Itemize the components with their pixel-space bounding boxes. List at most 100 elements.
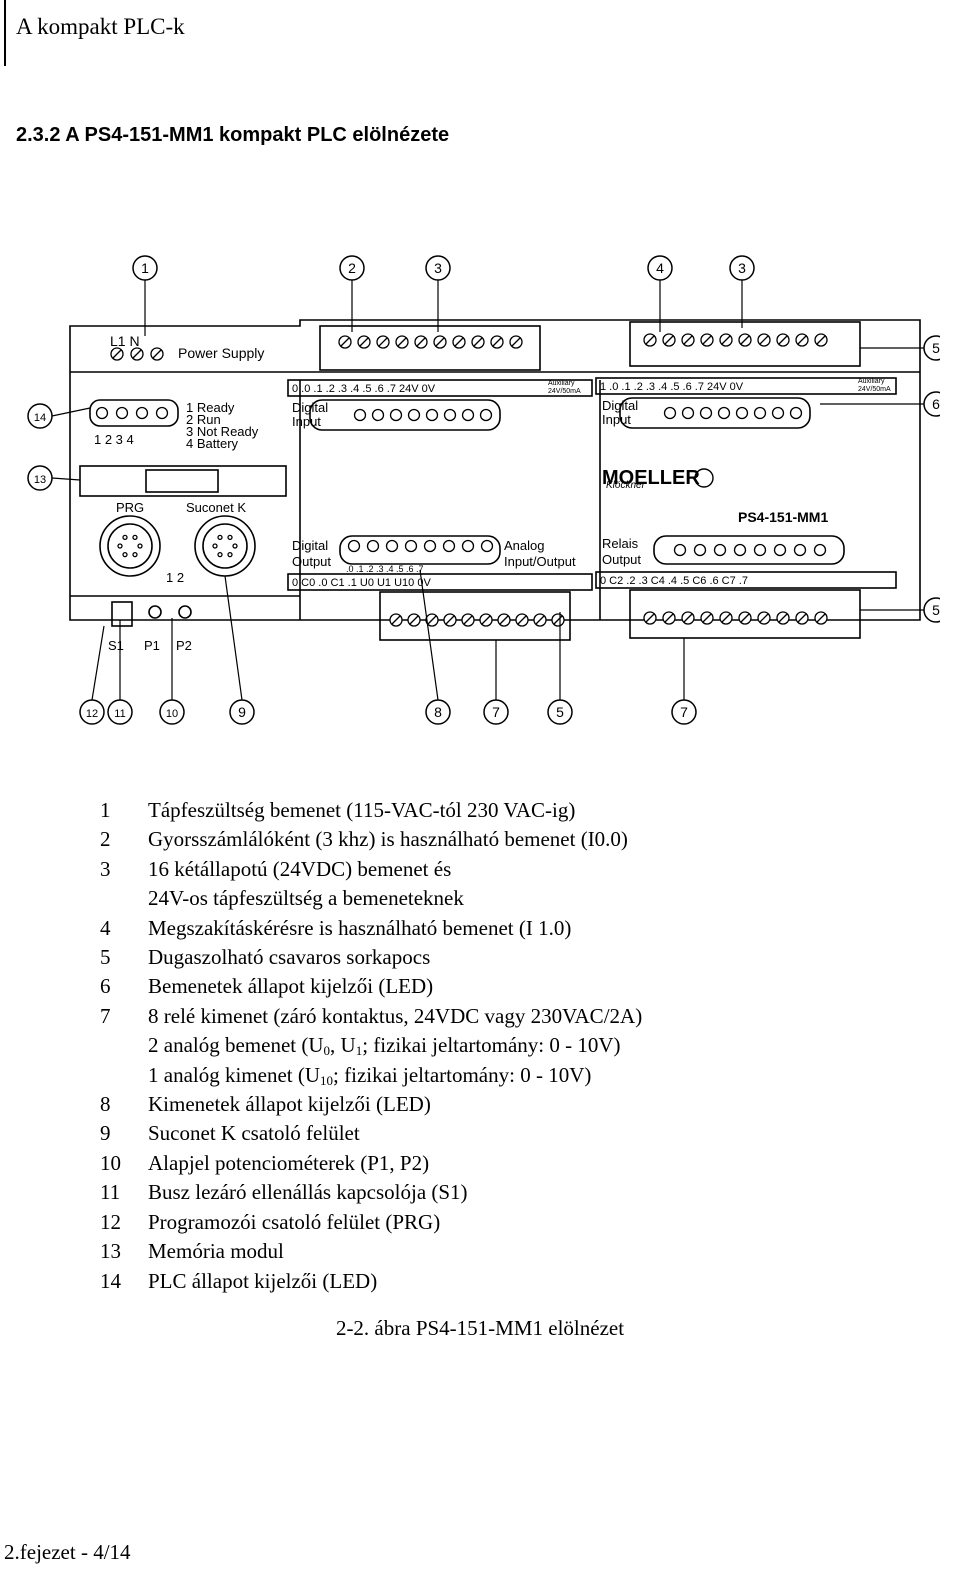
callout-circle: [483, 699, 509, 725]
switch-label-s1: S1: [108, 638, 124, 653]
led: [442, 539, 456, 553]
led: [461, 539, 475, 553]
screw-slot: [759, 335, 769, 345]
callout-number: 10: [166, 708, 178, 720]
callout-circle: [647, 255, 673, 281]
connector-pin: [217, 534, 223, 540]
terminal-labels-left-bottom: 0 C0 .0 C1 .1 U0 U1 U10 0V: [292, 577, 431, 589]
led: [793, 543, 807, 557]
connector-pin: [122, 534, 128, 540]
power-input-labels: L1 N: [110, 333, 140, 349]
led: [717, 406, 731, 420]
legend-item: 2 analóg bemenet (U0, U1; fizikai jeltar…: [100, 1031, 860, 1060]
callout-line: [51, 407, 91, 417]
screw-slot: [492, 337, 502, 347]
screw-slot: [683, 335, 693, 345]
connector-pin: [132, 534, 138, 540]
screw-slot: [721, 335, 731, 345]
callout-number: 3: [738, 260, 746, 276]
screw-slot: [721, 613, 731, 623]
callout-circle: [159, 699, 185, 725]
header-title: A kompakt PLC-k: [16, 14, 185, 39]
led: [95, 406, 109, 420]
led: [681, 406, 695, 420]
legend-text: Bemenetek állapot kijelzői (LED): [148, 974, 434, 999]
legend-text: 8 relé kimenet (záró kontaktus, 24VDC va…: [148, 1003, 643, 1028]
callout-number: 9: [238, 704, 246, 720]
screw-slot: [645, 335, 655, 345]
screw-slot: [511, 337, 521, 347]
callout-circle: [425, 699, 451, 725]
screw-slot: [535, 615, 545, 625]
callout-number: 1: [141, 260, 149, 276]
legend-item: 9 Suconet K csatoló felület: [100, 1119, 860, 1148]
led: [443, 408, 457, 422]
screw-slot: [427, 615, 437, 625]
legend-number: 14: [100, 1268, 121, 1293]
switch-label-p2: P2: [176, 638, 192, 653]
power-supply-label: Power Supply: [178, 345, 264, 361]
status-led-numbers: 1 2 3 4: [94, 432, 134, 447]
prg-label: PRG: [116, 500, 144, 515]
output-led-labels: .0 .1 .2 .3 .4 .5 .6 .7: [346, 564, 424, 574]
digital-input-label-left-2: Input: [292, 414, 321, 429]
legend-text: Megszakításkérésre is használható bemene…: [148, 915, 572, 940]
suconet-label: Suconet K: [186, 500, 246, 515]
connector-pin: [212, 543, 218, 549]
screw-slot: [553, 615, 563, 625]
brand-small: Klöckner: [606, 480, 646, 491]
model-label: PS4-151-MM1: [738, 509, 828, 525]
callout-line: [224, 575, 243, 701]
digital-output-label-1: Digital: [292, 538, 328, 553]
led: [407, 408, 421, 422]
callout-circle: [425, 255, 451, 281]
callout-line: [419, 569, 439, 701]
screw-slot: [435, 337, 445, 347]
screw-slot: [702, 335, 712, 345]
legend-number: 9: [100, 1121, 111, 1146]
digital-output-label-2: Output: [292, 554, 331, 569]
connector-pin: [227, 552, 233, 558]
led: [461, 408, 475, 422]
callout-circle: [27, 465, 53, 491]
terminal-labels-left-top: 0 .0 .1 .2 .3 .4 .5 .6 .7 24V 0V: [292, 383, 436, 395]
legend-text: Busz lezáró ellenállás kapcsolója (S1): [148, 1180, 468, 1205]
legend-text: Suconet K csatoló felület: [148, 1121, 360, 1146]
led: [353, 408, 367, 422]
callout-number: 2: [348, 260, 356, 276]
page-footer: 2.fejezet - 4/14: [4, 1540, 131, 1564]
relais-output-label-2: Output: [602, 552, 641, 567]
status-led-label-2: 2 Run: [186, 412, 221, 427]
legend-item: 24V-os tápfeszültség a bemeneteknek: [100, 884, 860, 913]
screw-slot: [664, 613, 674, 623]
screw-slot: [797, 613, 807, 623]
callout-circle: [229, 699, 255, 725]
switch-label-p1: P1: [144, 638, 160, 653]
legend-number: 8: [100, 1092, 111, 1117]
status-led-label-3: 3 Not Ready: [186, 424, 259, 439]
callout-number: 11: [114, 708, 125, 720]
led: [699, 406, 713, 420]
legend-text: Kimenetek állapot kijelzői (LED): [148, 1092, 431, 1117]
led: [425, 408, 439, 422]
led: [479, 408, 493, 422]
callout-number: 7: [492, 704, 500, 720]
legend-text: 16 kétállapotú (24VDC) bemenet és: [148, 856, 452, 881]
screw-slot: [702, 613, 712, 623]
screw-slot: [797, 335, 807, 345]
callout-number: 5: [556, 704, 564, 720]
legend-text: 1 analóg kimenet (U10; fizikai jeltartom…: [148, 1062, 592, 1088]
screw-slot: [378, 337, 388, 347]
led: [753, 406, 767, 420]
auxiliary-label-left-1: Auxiliary: [548, 380, 575, 387]
screw-slot: [445, 615, 455, 625]
